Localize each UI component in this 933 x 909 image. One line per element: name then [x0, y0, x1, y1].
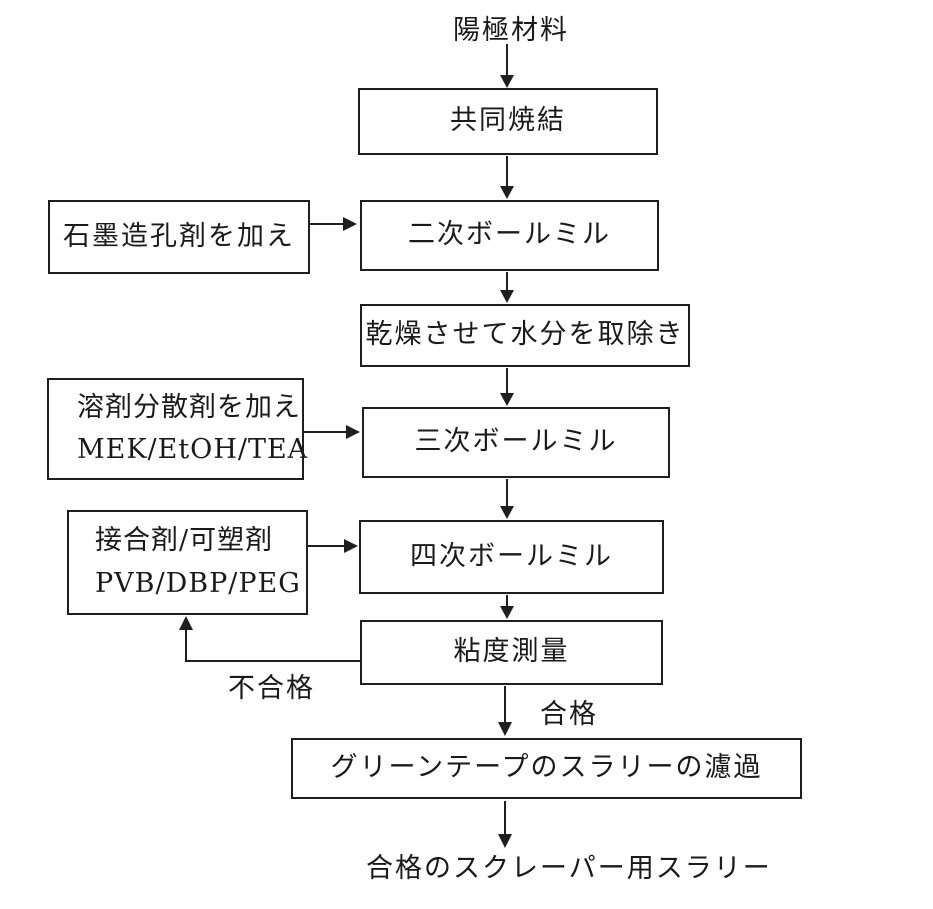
input-label-line1: 溶剤分散剤を加え	[77, 391, 301, 423]
step-box-viscosity-measurement: 粘度測量	[360, 620, 663, 685]
step-box-third-ball-mill: 三次ボールミル	[362, 407, 670, 478]
step-label: 共同焼結	[450, 105, 566, 137]
arrow-solvent-to-step4	[304, 425, 360, 439]
step-label: 四次ボールミル	[410, 540, 613, 572]
input-label-line1: 接合剤/可塑剤	[95, 525, 274, 557]
fail-label: 不合格	[228, 673, 315, 704]
arrow-step3-to-step4	[500, 368, 514, 406]
input-label: 石墨造孔剤を加え	[63, 220, 295, 252]
step-label: 粘度測量	[453, 636, 570, 668]
input-label-line2: PVB/DBP/PEG	[95, 567, 301, 599]
end-label: 合格のスクレーパー用スラリー	[366, 853, 772, 884]
input-label-line2: MEK/EtOH/TEA	[77, 434, 309, 465]
step-label: 三次ボールミル	[414, 426, 618, 458]
step-label: 乾燥させて水分を取除き	[365, 319, 685, 351]
arrow-step2-to-step3	[500, 272, 514, 303]
arrow-step1-to-step2	[500, 156, 514, 199]
arrow-start-to-step1	[500, 44, 514, 88]
step-box-fourth-ball-mill: 四次ボールミル	[359, 520, 664, 594]
pass-label: 合格	[540, 699, 598, 730]
step-box-co-sintering: 共同焼結	[358, 88, 658, 155]
arrow-step7-to-end	[498, 801, 512, 848]
step-box-drying: 乾燥させて水分を取除き	[360, 304, 690, 367]
arrow-step4-to-step5	[500, 479, 514, 519]
step-box-slurry-filtration: グリーンテープのスラリーの濾過	[291, 738, 802, 799]
input-box-binder-plasticizer: 接合剤/可塑剤 PVB/DBP/PEG	[67, 510, 308, 615]
input-box-solvent-dispersant: 溶剤分散剤を加え MEK/EtOH/TEA	[47, 378, 307, 480]
input-box-graphite-pore-former: 石墨造孔剤を加え	[48, 200, 310, 274]
arrow-fail-feedback-loop	[179, 616, 360, 662]
arrow-graphite-to-step2	[310, 217, 357, 231]
arrow-binder-to-step5	[308, 539, 358, 553]
step-label: 二次ボールミル	[408, 219, 611, 251]
step-box-second-ball-mill: 二次ボールミル	[360, 200, 659, 271]
start-label: 陽極材料	[453, 15, 569, 46]
arrow-step5-to-step6	[500, 595, 514, 619]
step-label: グリーンテープのスラリーの濾過	[330, 752, 763, 784]
arrow-step6-to-step7-pass	[498, 686, 512, 736]
